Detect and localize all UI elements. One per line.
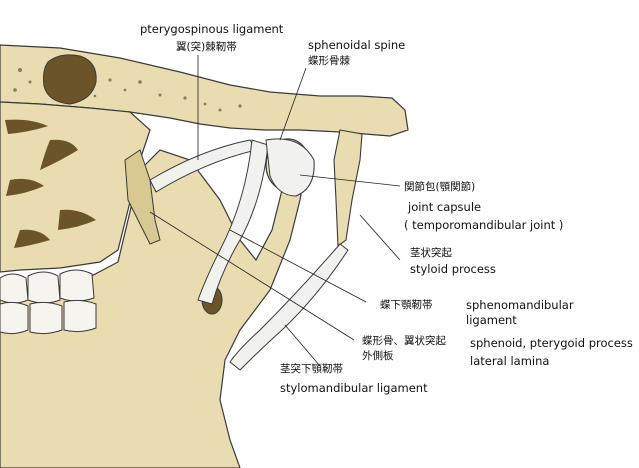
joint-capsule [265,138,315,197]
label-pterygospinous-jp: 翼(突)棘靭帯 [176,41,237,53]
label-pterygoid-jp-2: 外側板 [362,350,394,362]
teeth [0,269,97,335]
sinus-texture [13,68,242,112]
label-pterygospinous-en: pterygospinous ligament [140,22,284,36]
pterygoid-plate [124,149,161,245]
stylomandibular-ligament [229,243,349,371]
maxilla-crevices [5,119,96,248]
label-tmj-en: ( temporomandibular joint ) [404,218,564,232]
label-sphenomandibular-en-2: ligament [466,313,517,327]
label-styloid-en: styloid process [410,262,496,276]
label-styloid-jp: 茎状突起 [410,247,452,259]
label-sphenoidal-spine-en: sphenoidal spine [308,38,406,52]
label-sphenomandibular-jp: 蝶下顎靭帯 [380,299,433,311]
label-sphenomandibular-en-1: sphenomandibular [466,298,574,312]
label-joint-capsule-en: joint capsule [408,200,482,214]
label-sphenoidal-spine-jp: 蝶形骨棘 [308,55,350,67]
label-joint-capsule-jp: 関節包(顎関節) [404,181,476,193]
label-pterygoid-en-1: sphenoid, pterygoid process [470,336,633,350]
maxilla [0,101,151,273]
sphenomandibular-ligament [197,139,269,305]
styloid-process [333,129,363,248]
label-pterygoid-jp-1: 蝶形骨、翼状突起 [362,335,446,347]
label-pterygoid-en-2: lateral lamina [470,354,550,368]
leader-lines [149,55,401,367]
label-stylomandibular-en: stylomandibular ligament [280,381,428,395]
label-stylomandibular-jp: 茎突下顎靭帯 [280,363,343,375]
sinus-cavity [43,54,97,105]
